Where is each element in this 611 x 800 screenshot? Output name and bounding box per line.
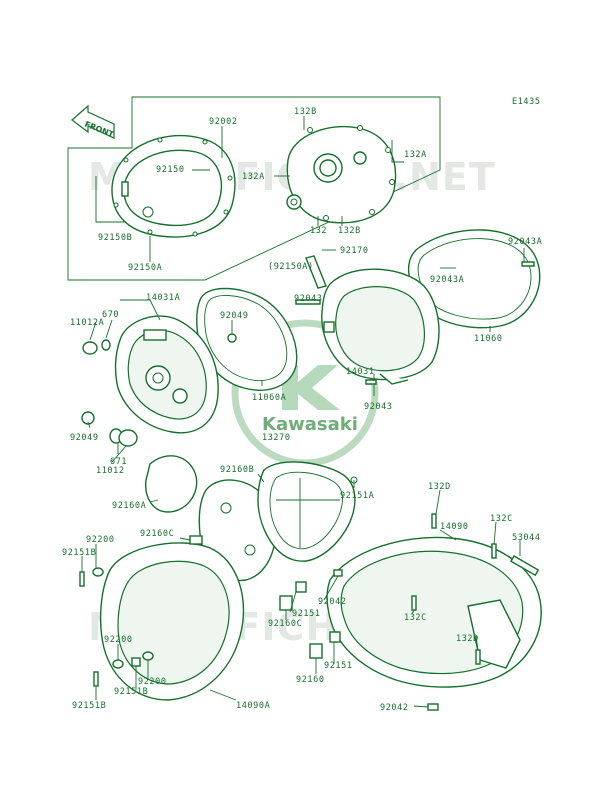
label-14090A: 14090A bbox=[236, 701, 270, 711]
label-670: 670 bbox=[102, 310, 119, 320]
bolt-132D-b bbox=[475, 649, 481, 665]
collar-92160C bbox=[189, 535, 203, 545]
cover-14090A bbox=[99, 542, 245, 701]
label-92170: 92170 bbox=[340, 246, 369, 256]
washer-92200-b bbox=[112, 659, 124, 669]
bolt-92042-a bbox=[333, 569, 343, 577]
bolt-92042-b bbox=[427, 703, 439, 711]
label-132B-bot: 132B bbox=[338, 226, 361, 236]
label-132A-b: 132A bbox=[242, 172, 265, 182]
inset-left-cover bbox=[111, 134, 236, 238]
label-92043A-a: 92043A bbox=[508, 237, 542, 247]
bolt-132C bbox=[491, 543, 497, 559]
label-132D-b: 132D bbox=[456, 634, 479, 644]
pin-92170 bbox=[305, 255, 327, 289]
label-92042-b: 92042 bbox=[380, 703, 409, 713]
label-92151B-c: 92151B bbox=[72, 701, 106, 711]
label-92160: 92160 bbox=[296, 675, 325, 685]
label-92043A-b: 92043A bbox=[430, 275, 464, 285]
label-13270: 13270 bbox=[262, 433, 291, 443]
collar-92160C-b bbox=[279, 595, 293, 611]
bolt-132D bbox=[431, 513, 437, 529]
label-92200-a: 92200 bbox=[86, 535, 115, 545]
bolt-92151B-c bbox=[93, 671, 99, 687]
collar-92160 bbox=[309, 643, 323, 659]
label-92151B-a: 92151B bbox=[62, 548, 96, 558]
label-11060: 11060 bbox=[474, 334, 503, 344]
label-14031A: 14031A bbox=[146, 293, 180, 303]
inset-right-cover bbox=[286, 125, 397, 224]
label-11012A: 11012A bbox=[70, 318, 104, 328]
label-671: 671 bbox=[110, 457, 127, 467]
plug-92049-b bbox=[227, 333, 237, 343]
label-14090: 14090 bbox=[440, 522, 469, 532]
plug-92049 bbox=[81, 411, 95, 425]
bolt-92043A bbox=[521, 261, 535, 267]
label-92049-b: 92049 bbox=[70, 433, 99, 443]
cover-14031 bbox=[321, 268, 440, 385]
diagram-id: E1435 bbox=[512, 97, 541, 107]
label-132C-b: 132C bbox=[404, 613, 427, 623]
kawasaki-logo: Kawasaki bbox=[231, 319, 379, 467]
washer-92200-a bbox=[92, 567, 104, 577]
label-92151-a: 92151 bbox=[292, 609, 321, 619]
label-92150A-paren: (92150A) bbox=[268, 262, 314, 272]
oring-670 bbox=[101, 339, 111, 351]
label-11060A: 11060A bbox=[252, 393, 286, 403]
damper-92160A bbox=[145, 455, 198, 513]
label-92150A-top: 92150A bbox=[128, 263, 162, 273]
cap-11012 bbox=[118, 429, 138, 447]
leader-lines bbox=[81, 116, 525, 708]
inset-frame bbox=[67, 96, 441, 281]
cover-14090 bbox=[326, 536, 542, 688]
front-arrow-icon: FRONT bbox=[71, 104, 115, 140]
pin-53044 bbox=[510, 555, 540, 577]
label-92200-b: 92200 bbox=[104, 635, 133, 645]
bolt-92043 bbox=[365, 379, 377, 385]
label-92160C-a: 92160C bbox=[140, 529, 174, 539]
label-132C-a: 132C bbox=[490, 514, 513, 524]
label-132B-top: 132B bbox=[294, 107, 317, 117]
label-92043-b: 92043 bbox=[364, 402, 393, 412]
washer-92200-c bbox=[142, 651, 154, 661]
collar-92151-b bbox=[329, 631, 341, 643]
bolt-92150A bbox=[295, 299, 321, 305]
label-92049-a: 92049 bbox=[220, 311, 249, 321]
bolt-92151B-a bbox=[79, 571, 85, 587]
label-53044: 53044 bbox=[512, 533, 541, 543]
label-132A-a: 132A bbox=[404, 150, 427, 160]
label-132D-a: 132D bbox=[428, 482, 451, 492]
cover-14031A bbox=[114, 315, 219, 434]
label-92002: 92002 bbox=[209, 117, 238, 127]
callout-labels: 92002 132B 132A 92150 132A 92150B 132 13… bbox=[62, 107, 542, 713]
bracket-92151A bbox=[257, 461, 358, 562]
label-132: 132 bbox=[310, 226, 327, 236]
collar-92151 bbox=[295, 581, 307, 593]
cap-11012A bbox=[82, 341, 98, 355]
bolt-132C-b bbox=[411, 595, 417, 611]
label-14031: 14031 bbox=[346, 367, 375, 377]
label-92042-a: 92042 bbox=[318, 597, 347, 607]
label-92151A: 92151A bbox=[340, 491, 374, 501]
label-92043-a: 92043 bbox=[294, 294, 323, 304]
label-92150B: 92150B bbox=[98, 233, 132, 243]
label-92160C-b: 92160C bbox=[268, 619, 302, 629]
label-92150: 92150 bbox=[156, 165, 185, 175]
label-92160A: 92160A bbox=[112, 501, 146, 511]
label-92151-b: 92151 bbox=[324, 661, 353, 671]
logo-text: Kawasaki bbox=[262, 414, 358, 435]
label-92200-c: 92200 bbox=[138, 677, 167, 687]
label-92160B: 92160B bbox=[220, 465, 254, 475]
label-92151B-b: 92151B bbox=[114, 687, 148, 697]
bolt-92151B-b bbox=[131, 657, 141, 667]
label-11012: 11012 bbox=[96, 466, 125, 476]
